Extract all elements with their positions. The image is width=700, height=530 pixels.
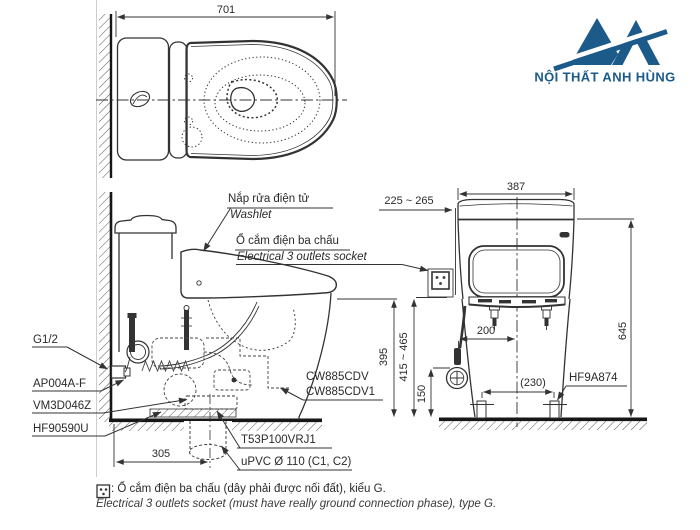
label-washlet-vi: Nắp rửa điện tử [228,193,310,205]
front-tank [457,198,575,220]
dimension-lines [113,188,634,467]
dim-valve-height: 150 [416,384,428,404]
label-drain-joint: T53P100VRJ1 [241,434,316,446]
dim-feet-span: (230) [520,377,546,389]
side-tank-body [118,233,173,352]
label-washlet-en: Washlet [230,209,272,221]
seat-rings-dotted [181,56,321,148]
flush-knob-top [129,90,151,108]
label-drain-pipe: uPVC Ø 110 (C1, C2) [241,456,352,468]
front-view [427,197,647,430]
dim-socket-offset: 225 ~ 265 [384,195,434,207]
feet [470,400,567,419]
label-model-2: CW885CDV1 [306,386,376,398]
side-bowl-front [298,292,332,420]
side-bowl-inner-dotted [207,299,296,351]
label-socket-vi: Ổ cắm điện ba chấu [236,235,339,247]
label-model-1: CW885CDV [306,371,369,383]
dim-tank-width: 387 [506,181,526,193]
internals-dashed [141,337,290,407]
footnote-en: Electrical 3 outlets socket (must have r… [96,498,497,510]
dim-total-height: 645 [617,321,629,341]
supply-hardware [110,301,260,379]
label-part-vm: VM3D046Z [33,400,92,412]
label-foot-part: HF9A874 [569,372,618,384]
side-tank-lid [114,214,177,234]
dim-701-lines [115,11,336,96]
tank-top-outline [116,37,170,161]
nozzle-slots [478,299,557,304]
dim-top-width: 701 [216,4,236,16]
mount-bolts [489,305,552,330]
top-view [96,11,347,178]
dim-socket-height: 415 ~ 465 [398,332,410,382]
washlet-knob [196,280,202,286]
logo-text: NỘI THẤT ANH HÙNG [534,69,676,85]
socket-note-icon [96,484,111,499]
side-view [99,192,338,468]
logo-icon [553,18,670,72]
label-socket-en: Electrical 3 outlets socket [237,251,367,263]
drain-assembly [149,394,238,468]
lid-outline [185,39,338,161]
label-stop-valve: AP004A-F [33,378,87,390]
dim-valve-offset: 200 [476,325,496,337]
dim-drain-offset: 305 [151,448,171,460]
socket-symbol [427,268,454,298]
label-leaders [32,207,627,471]
label-supply-thread: G1/2 [33,334,58,346]
tank-button [559,232,570,238]
label-part-hf: HF90590U [33,423,89,435]
front-body-sides [461,298,571,418]
front-seat [468,245,565,298]
front-valve [445,305,469,390]
footnote-vi: : Ổ cắm điện ba chấu (dây phải được nối … [111,483,386,495]
dim-bowl-height: 395 [378,347,390,367]
